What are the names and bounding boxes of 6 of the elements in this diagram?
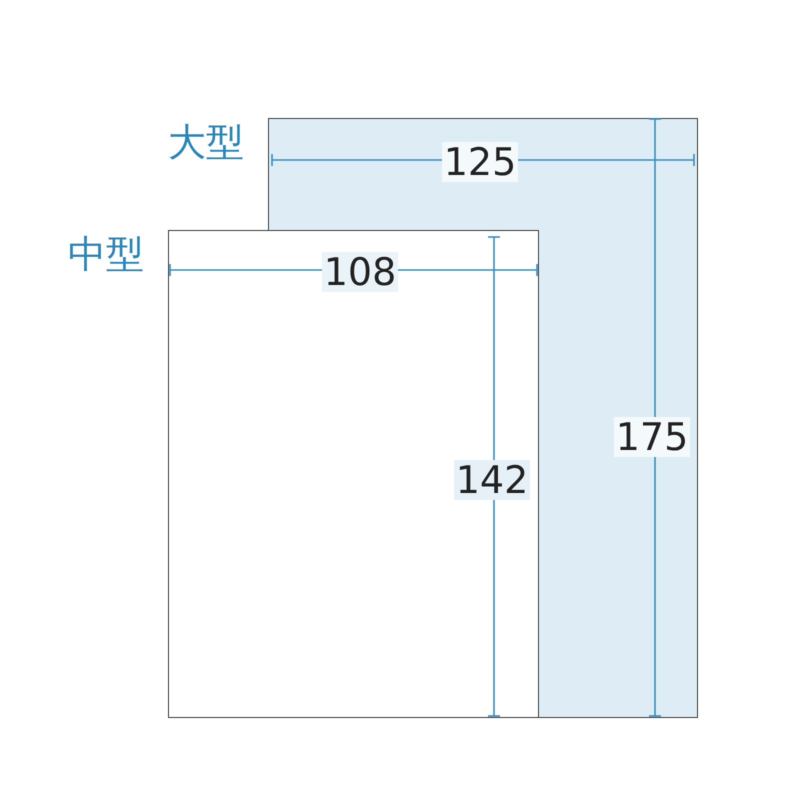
dimension-label: 142 [454, 460, 530, 500]
dimension-label: 125 [442, 142, 518, 182]
size-heading: 中型 [68, 232, 144, 276]
dimension-label: 175 [614, 417, 690, 457]
size-heading: 大型 [168, 120, 244, 164]
dimension-label: 108 [322, 252, 398, 292]
